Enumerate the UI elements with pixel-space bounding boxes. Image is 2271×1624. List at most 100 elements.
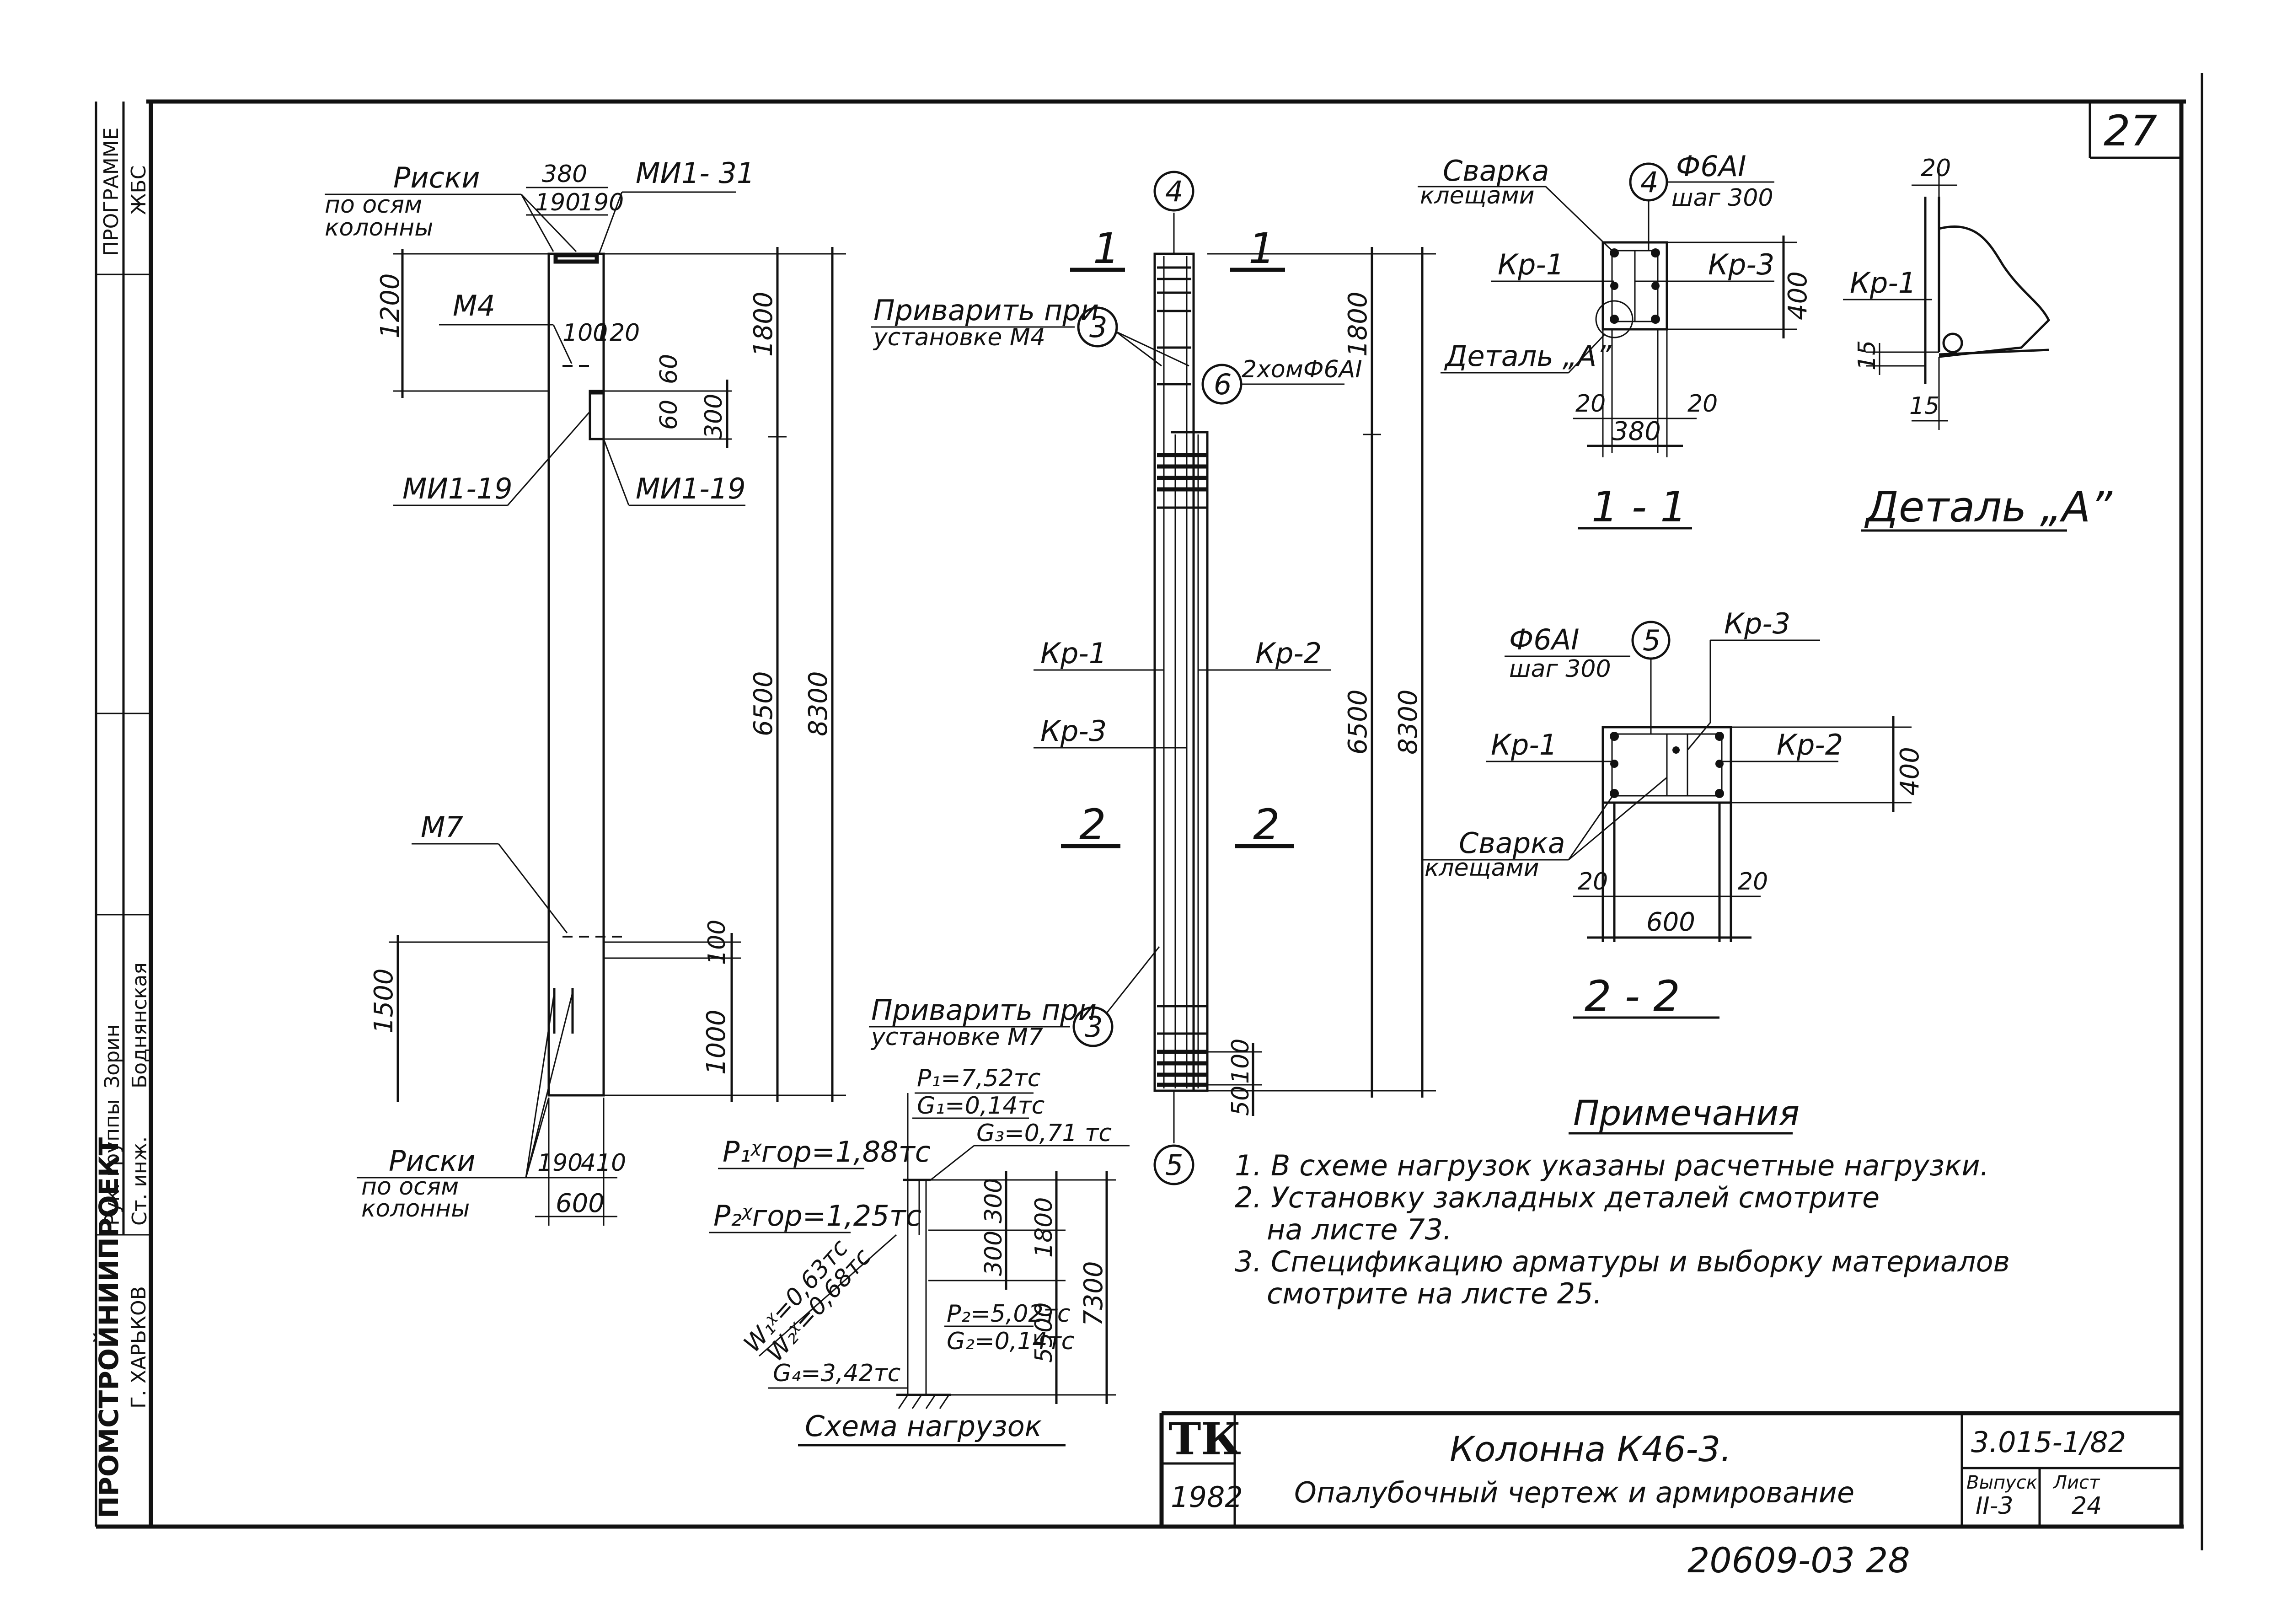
m4-label: М4 [453, 289, 495, 322]
rebar-dim-6500: 6500 [1343, 689, 1373, 755]
marker-3-bottom-label: 3 [1085, 1010, 1103, 1044]
mi1-19-right-label: МИ1-19 [636, 472, 746, 505]
name-zorin: Зорин [101, 1024, 124, 1088]
s11-dim-20a: 20 [1575, 390, 1606, 418]
load-g2: G₂=0,14тс [947, 1328, 1074, 1355]
note-3: 3. Спецификацию арматуры и выборку матер… [1235, 1245, 2010, 1278]
clamp-label: 2хомФ6АI [1242, 356, 1362, 383]
s22-bar: Ф6АI [1509, 623, 1580, 656]
load-dim-300a: 300 [980, 1178, 1007, 1223]
note-2-cont: на листе 73. [1267, 1213, 1452, 1246]
issue-label: Выпуск [1966, 1472, 2037, 1493]
load-dim-5500: 5500 [1030, 1302, 1058, 1363]
da-label: Деталь „А” [1864, 482, 2113, 531]
program-label: ПРОГРАММЕ [100, 128, 123, 256]
load-scheme: P₁=7,52тс G₁=0,14тс G₃=0,71 тс P₁ᵡгор=1,… [709, 1065, 1130, 1447]
risks-top-2: по осям [325, 191, 422, 219]
load-p2: P₂=5,02тс [947, 1300, 1070, 1328]
section-1-right: 1 [1248, 224, 1275, 273]
tk-logo: ТК [1168, 1413, 1241, 1465]
notes-heading: Примечания [1573, 1093, 1800, 1133]
load-p1: P₁=7,52тс [917, 1065, 1040, 1092]
load-dim-300b: 300 [980, 1231, 1007, 1276]
axis-5-marker [1153, 1144, 1194, 1185]
sheet-value: 24 [2072, 1492, 2102, 1520]
marker-3-top-label: 3 [1089, 311, 1107, 344]
s22-kp1: Кр-1 [1491, 728, 1557, 761]
elev-dim-60a: 60 [655, 354, 683, 384]
left-title-strip: ПРОМСТРОЙНИИПРОЕКТ Г. ХАРЬКОВ Рук. групп… [93, 102, 151, 1527]
axis-4-label: 4 [1165, 175, 1183, 208]
elev-dim-1800: 1800 [749, 291, 778, 357]
elev-dim-100b: 100 [703, 920, 731, 965]
s11-dim-400: 400 [1783, 271, 1813, 320]
sheet-frame: 27 20609-03 28 [96, 73, 2203, 1581]
s11-label: 1 - 1 [1591, 482, 1687, 531]
tk-year: 1982 [1171, 1480, 1243, 1514]
kp1-label: Кр-1 [1040, 637, 1107, 670]
s22-dim-600: 600 [1646, 907, 1695, 937]
marker-3-bottom [1072, 1006, 1114, 1047]
s11-detail: Деталь „А” [1444, 339, 1612, 373]
s22-marker-label: 5 [1643, 624, 1660, 657]
ties-top [1157, 266, 1207, 509]
title-main: Колонна К46-3. [1450, 1429, 1731, 1469]
load-g3: G₃=0,71 тс [976, 1120, 1112, 1147]
da-dim-20: 20 [1921, 155, 1951, 182]
elev-dim-100: 100 [562, 319, 608, 347]
load-g4: G₄=3,42тс [773, 1360, 900, 1387]
s11-weld-1: Сварка [1443, 154, 1549, 188]
marker-6-label: 6 [1214, 368, 1232, 401]
s22-dim-400: 400 [1895, 747, 1925, 796]
role-senior-engineer: Ст. инж. [128, 1136, 151, 1226]
elev-dim-1000: 1000 [702, 1009, 731, 1075]
note-3-cont: смотрите на листе 25. [1267, 1277, 1602, 1310]
risks-top-1: Риски [393, 161, 480, 194]
elev-dim-190b: 190 [578, 189, 624, 216]
bracket [589, 390, 605, 440]
elev-dim-60b: 60 [655, 400, 683, 430]
detail-a: 20 Кр-1 15 15 Деталь „А” [1843, 155, 2113, 532]
elev-dim-190a: 190 [535, 189, 580, 216]
org-city: Г. ХАРЬКОВ [127, 1286, 150, 1409]
risks-bottom-3: колонны [361, 1195, 470, 1222]
rebar-dim-100: 100 [1227, 1039, 1254, 1084]
s22-step: шаг 300 [1509, 655, 1611, 683]
elev-dim-380: 380 [542, 161, 587, 188]
axis-5-label: 5 [1165, 1148, 1183, 1182]
role-group-lead: Рук. группы [101, 1099, 124, 1226]
rebar-dim-8300: 8300 [1393, 689, 1423, 755]
s11-dim-380: 380 [1612, 417, 1661, 446]
s11-kp3: Кр-3 [1708, 248, 1774, 281]
elev-dim-bot-190: 190 [537, 1149, 583, 1177]
stamp-number: 20609-03 28 [1687, 1540, 1910, 1581]
elev-dim-1200: 1200 [375, 273, 405, 338]
section-1-left: 1 [1093, 224, 1120, 273]
da-dim-15a: 15 [1853, 340, 1881, 370]
load-dim-7300: 7300 [1079, 1261, 1109, 1326]
rebar-column-outline [1153, 252, 1195, 1092]
risks-top-3: колонны [325, 214, 433, 241]
load-dim-1800: 1800 [1030, 1197, 1058, 1258]
name-bodnyanskaya: Боднянская [128, 962, 151, 1088]
s22-weld-1: Сварка [1459, 826, 1565, 860]
kp2-label: Кр-2 [1255, 637, 1322, 670]
load-caption: Схема нагрузок [805, 1410, 1042, 1443]
m7-label: М7 [421, 810, 463, 844]
elev-dim-1500: 1500 [369, 968, 399, 1034]
column-elevation: Риски по осям колонны 380 190 190 МИ1- 3… [325, 156, 846, 1226]
section-2-right: 2 [1253, 800, 1280, 849]
risks-bottom-1: Риски [389, 1144, 476, 1178]
elev-dim-300: 300 [700, 394, 728, 439]
sheet-number: 27 [2104, 107, 2157, 155]
da-dim-15b: 15 [1909, 392, 1939, 420]
load-p1-gor: P₁ᵡгор=1,88тс [723, 1135, 931, 1168]
rebar-dim-1800: 1800 [1343, 291, 1373, 357]
title-sub: Опалубочный чертеж и армирование [1294, 1476, 1854, 1509]
mi1-31-label: МИ1- 31 [636, 156, 755, 190]
elev-dim-bot-600: 600 [556, 1189, 605, 1218]
load-p2-gor: P₂ᵡгор=1,25тс [713, 1199, 921, 1233]
issue-value: II-3 [1976, 1492, 2014, 1520]
note-2: 2. Установку закладных деталей смотрите [1235, 1181, 1880, 1214]
